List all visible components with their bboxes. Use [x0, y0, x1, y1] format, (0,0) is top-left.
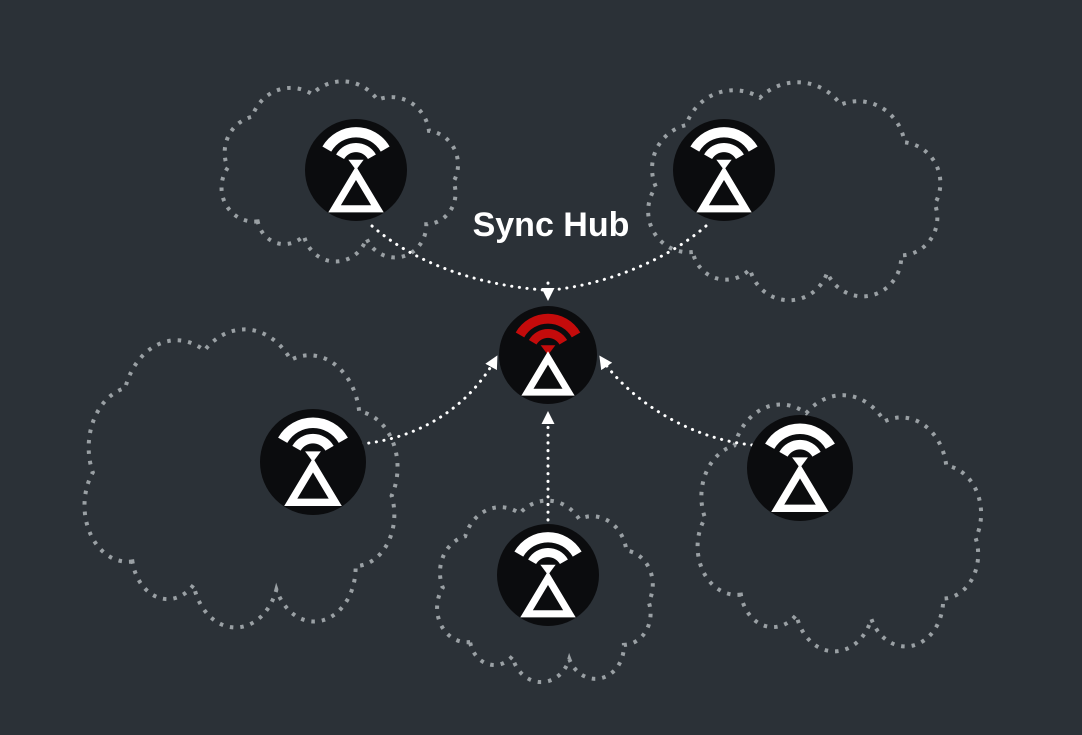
network-clouds-layer	[82, 79, 984, 685]
edge-from-mid-left	[359, 355, 498, 446]
device-top-right-wifi-signal-triangle-icon	[673, 119, 775, 221]
cloud-top-right	[646, 80, 943, 303]
device-mid-right-wifi-signal-triangle-icon	[747, 415, 853, 521]
sync-edges-layer	[359, 224, 754, 522]
device-nodes-layer	[260, 119, 853, 626]
device-top-left-wifi-signal-triangle-icon	[305, 119, 407, 221]
edge-from-top-left	[370, 224, 546, 292]
device-bottom-wifi-signal-triangle-icon	[497, 524, 599, 626]
device-mid-left-wifi-signal-triangle-icon	[260, 409, 366, 515]
cloud-top-left	[219, 79, 460, 264]
cloud-bottom	[435, 498, 655, 685]
cloud-right	[695, 393, 984, 654]
edge-from-mid-right	[599, 355, 754, 447]
diagram-title: Sync Hub	[473, 206, 630, 244]
sync-hub-wifi-signal-triangle-icon	[499, 306, 597, 404]
cloud-left	[82, 327, 400, 630]
